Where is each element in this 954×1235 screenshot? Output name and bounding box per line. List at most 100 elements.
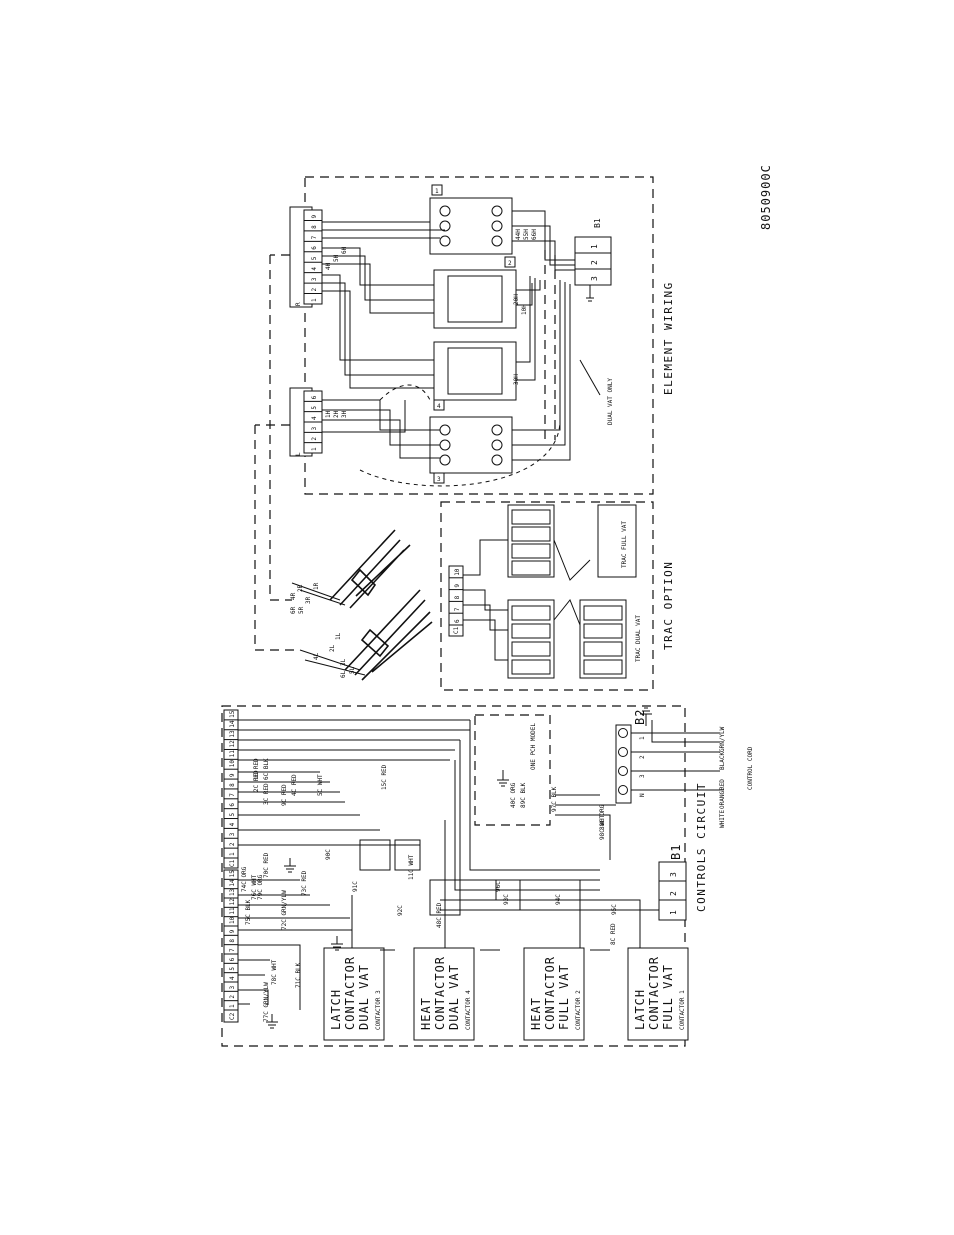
contactor-box-latch-dual (323, 947, 385, 1041)
contactor-line1: HEAT (529, 997, 543, 1030)
contactor-line3: DUAL VAT (357, 964, 371, 1030)
contactor-line2: CONTACTOR (433, 956, 447, 1030)
svg-text:B1: B1 (669, 844, 683, 860)
cord-color-label: GRN/YLW (719, 726, 726, 752)
svg-text:2: 2 (639, 755, 646, 759)
svg-text:3H: 3H (341, 410, 348, 418)
c1-wire-label: 96C (495, 881, 502, 892)
c1-pin-10: 10 (229, 760, 236, 768)
svg-text:3: 3 (437, 476, 441, 483)
svg-text:30H: 30H (513, 374, 520, 385)
c1-wire-label: 94C (555, 894, 562, 905)
relay-2-block: 2 (433, 256, 517, 329)
c1-pin-5: 5 (229, 813, 236, 817)
svg-text:1: 1 (590, 244, 599, 249)
trac-pin-6: 6 (454, 619, 461, 623)
r-pin-3: 3 (311, 277, 318, 281)
contactor-1-block: 1 (429, 184, 513, 255)
c2-wire-label: 73C RED (301, 870, 308, 896)
trac-full-vat-relays: TRAC FULL VAT (507, 504, 637, 578)
svg-text:2: 2 (590, 260, 599, 265)
c2-wire-label: 74C ORG (241, 866, 248, 892)
c2-pin-4: 4 (229, 976, 236, 980)
c1-pin-15: 15 (229, 710, 236, 718)
l-pin-3: 3 (311, 426, 318, 430)
c2-pin-13: 13 (229, 888, 236, 896)
heating-element-labels: 1R 2R 3R 4R 6R 5R 1L 2L 4L 3L 5L 6L (290, 582, 356, 678)
c2-pin-3: 3 (229, 985, 236, 989)
trac-pin-7: 7 (454, 607, 461, 611)
svg-text:1: 1 (639, 736, 646, 740)
b1-terminal-controls: 1 2 3 B1 (658, 844, 687, 921)
c1-wire-label: 8C RED (610, 923, 617, 945)
c1-wire-label: 2C RED (253, 770, 260, 792)
cord-color-label: RED (719, 779, 726, 790)
svg-text:N: N (639, 793, 646, 797)
c1-wire-label: 98C WHT (599, 814, 606, 840)
svg-text:2R: 2R (297, 584, 304, 592)
contactor-line1: LATCH (633, 989, 647, 1030)
contactor-3-block: 3 (429, 416, 513, 484)
c1-wire-label: 90C (325, 849, 332, 860)
contactor-box-latch-full (627, 947, 689, 1041)
control-cord-label: CONTROL CORD (747, 746, 754, 790)
c1-pin-3: 3 (229, 832, 236, 836)
svg-text:B1: B1 (593, 218, 602, 228)
c2-wire-label: 78C WHT (271, 959, 278, 985)
trac-option-frame (440, 501, 654, 691)
l-pin-5: 5 (311, 406, 318, 410)
svg-text:6L: 6L (340, 670, 347, 678)
c1-pin-9: 9 (229, 773, 236, 777)
c1-wire-label: 48C RED (436, 902, 443, 928)
r-pin-2: 2 (311, 288, 318, 292)
svg-text:1: 1 (435, 188, 439, 195)
c1-wire-label: 4C RED (291, 774, 298, 796)
relay-4-block: 4 (433, 341, 517, 411)
heating-element-left (299, 589, 433, 681)
contactor-number: CONTACTOR 2 (575, 990, 582, 1030)
c1-wire-label: 40C ORG (510, 782, 517, 808)
element-wiring-wires (322, 210, 594, 487)
contactor-line2: CONTACTOR (647, 956, 661, 1030)
r-pin-8: 8 (311, 225, 318, 229)
r-pin-4: 4 (311, 267, 318, 271)
contactor-box-heat-full (523, 947, 585, 1041)
c1-wire-label: 15C RED (381, 764, 388, 790)
contactor-line2: CONTACTOR (343, 956, 357, 1030)
svg-text:6H: 6H (341, 246, 348, 254)
svg-text:B2: B2 (633, 709, 647, 725)
c2-wire-label: 72C GRN/YLW (281, 890, 288, 930)
c2-wire-label: 70C RED (263, 852, 270, 878)
cord-color-label: WHITE (719, 810, 726, 828)
r-pin-1: 1 (311, 298, 318, 302)
dual-vat-only-note: DUAL VAT ONLY (607, 378, 614, 425)
c1-pin-11: 11 (229, 750, 236, 758)
svg-text:C1: C1 (453, 626, 460, 634)
contactor-line1: HEAT (419, 997, 433, 1030)
trac-dual-vat-relays: TRAC DUAL VAT (507, 599, 642, 679)
svg-text:2L: 2L (329, 644, 336, 652)
svg-text:2H: 2H (333, 410, 340, 418)
contactor-number: CONTACTOR 3 (375, 990, 382, 1030)
c2-pin-12: 12 (229, 898, 236, 906)
svg-text:4L: 4L (313, 652, 320, 660)
contactor-number: CONTACTOR 4 (465, 990, 472, 1030)
trac-pin-10: 10 (454, 568, 461, 576)
svg-text:3: 3 (669, 872, 678, 877)
contactor-number: CONTACTOR 1 (679, 990, 686, 1030)
c2-pin-2: 2 (229, 995, 236, 999)
c1-wire-label: 3C RED (263, 783, 270, 805)
svg-text:1L: 1L (335, 632, 342, 640)
heating-element-right (291, 529, 411, 609)
c1-pin-14: 14 (229, 720, 236, 728)
contactor-box-heat-dual (413, 947, 475, 1041)
c2-pin-1: 1 (229, 1004, 236, 1008)
control-cord-leads (631, 720, 720, 791)
c1-wire-label: 11C WHT (408, 854, 415, 880)
svg-text:2: 2 (669, 891, 678, 896)
l-pin-1: 1 (311, 447, 318, 451)
trac-wires (463, 539, 591, 661)
r-pin-7: 7 (311, 235, 318, 239)
c1-pin-8: 8 (229, 783, 236, 787)
l-pin-4: 4 (311, 416, 318, 420)
